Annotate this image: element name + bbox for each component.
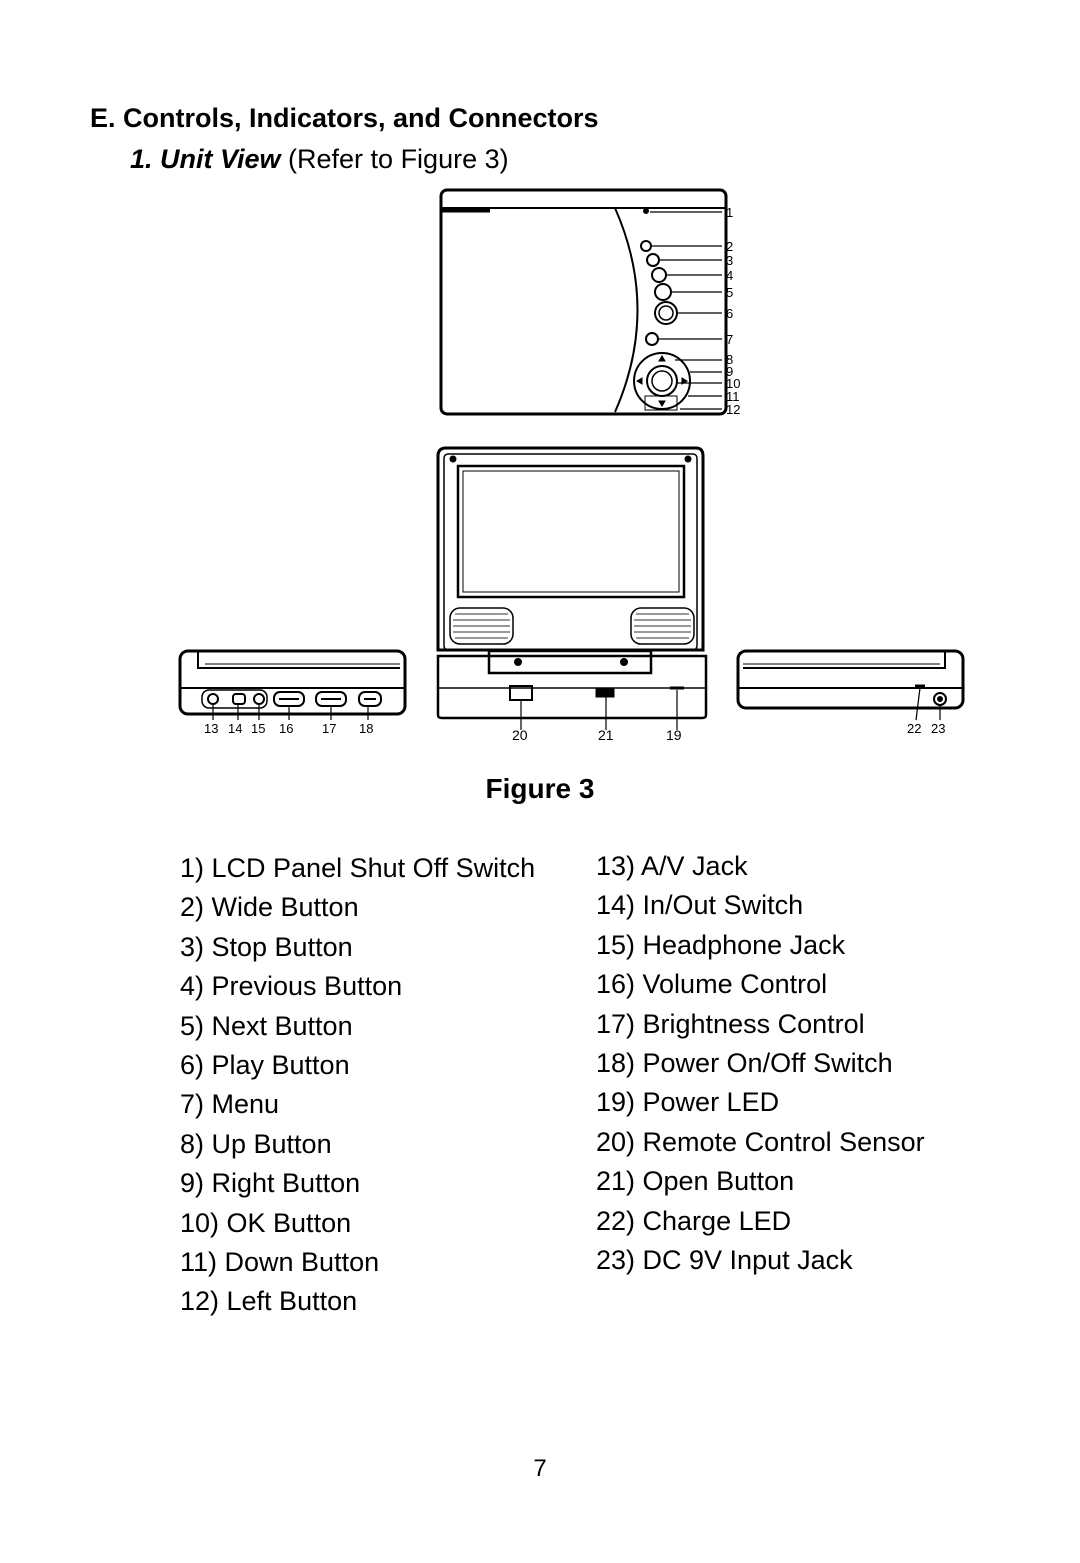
legend-item-9: 9) Right Button [180,1168,361,1199]
legend-right: 13) A/V Jack 14) In/Out Switch 15) Headp… [596,847,925,1280]
legend-item-21: 21) Open Button [596,1166,795,1197]
subtitle-rest: (Refer to Figure 3) [280,144,509,174]
legend-item-5: 5) Next Button [180,1010,353,1041]
callout-2: 2 [726,239,733,254]
callout-8: 8 [726,352,733,367]
section-title: E. Controls, Indicators, and Connectors [90,103,599,133]
legend-item-8: 8) Up Button [180,1128,332,1159]
callout-15: 15 [251,721,265,736]
callout-10: 10 [726,376,740,391]
left-side-callouts: 13 14 15 16 17 18 [204,721,373,736]
left-side-drawing [178,649,407,720]
legend-item-11: 11) Down Button [180,1246,380,1277]
legend-item-10: 10) OK Button [180,1207,352,1238]
callout-23: 23 [931,721,945,736]
right-side-drawing [736,649,965,721]
callout-21: 21 [598,727,614,743]
callout-11: 11 [726,389,740,404]
legend-item-19: 19) Power LED [596,1087,780,1118]
callout-5: 5 [726,285,733,300]
callout-16: 16 [279,721,293,736]
subtitle: 1. Unit View (Refer to Figure 3) [130,144,509,175]
legend-item-22: 22) Charge LED [596,1205,792,1236]
top-view-callouts: 1 2 3 4 5 6 7 8 9 10 11 12 [726,205,740,417]
callout-12: 12 [726,402,740,417]
callout-20: 20 [512,727,528,743]
callout-7: 7 [726,332,733,347]
callout-17: 17 [322,721,336,736]
legend-item-15: 15) Headphone Jack [596,929,846,960]
legend-item-23: 23) DC 9V Input Jack [596,1244,853,1275]
callout-19: 19 [666,727,682,743]
legend-item-12: 12) Left Button [180,1286,358,1317]
callout-6: 6 [726,306,733,321]
unit-view-figure: 1 2 3 4 5 6 7 8 9 10 11 12 [178,188,965,743]
figure-caption: Figure 3 [485,773,595,804]
right-side-callouts: 22 23 [907,721,945,736]
callout-13: 13 [204,721,218,736]
callout-1: 1 [726,205,733,220]
callout-18: 18 [359,721,373,736]
legend-item-4: 4) Previous Button [180,971,403,1002]
legend-item-1: 1) LCD Panel Shut Off Switch [180,853,536,883]
front-view-drawing [436,446,708,730]
legend-item-3: 3) Stop Button [180,931,353,962]
callout-9: 9 [726,364,733,379]
legend-item-2: 2) Wide Button [180,892,359,923]
legend-item-6: 6) Play Button [180,1049,350,1080]
top-view-drawing [439,188,728,416]
legend-item-7: 7) Menu [180,1089,280,1120]
front-view-callouts: 20 21 19 [512,727,682,743]
page-number: 7 [533,1455,547,1482]
callout-3: 3 [726,253,733,268]
subtitle-emphasis: 1. Unit View [130,144,281,174]
legend-left: 1) LCD Panel Shut Off Switch 2) Wide But… [180,849,535,1322]
callout-22: 22 [907,721,921,736]
callout-14: 14 [228,721,242,736]
legend-item-17: 17) Brightness Control [596,1008,865,1039]
legend-item-14: 14) In/Out Switch [596,890,804,921]
legend-item-20: 20) Remote Control Sensor [596,1126,925,1157]
callout-4: 4 [726,268,733,283]
legend-item-13: 13) A/V Jack [596,851,748,881]
legend-item-16: 16) Volume Control [596,969,828,1000]
legend-item-18: 18) Power On/Off Switch [596,1047,893,1078]
